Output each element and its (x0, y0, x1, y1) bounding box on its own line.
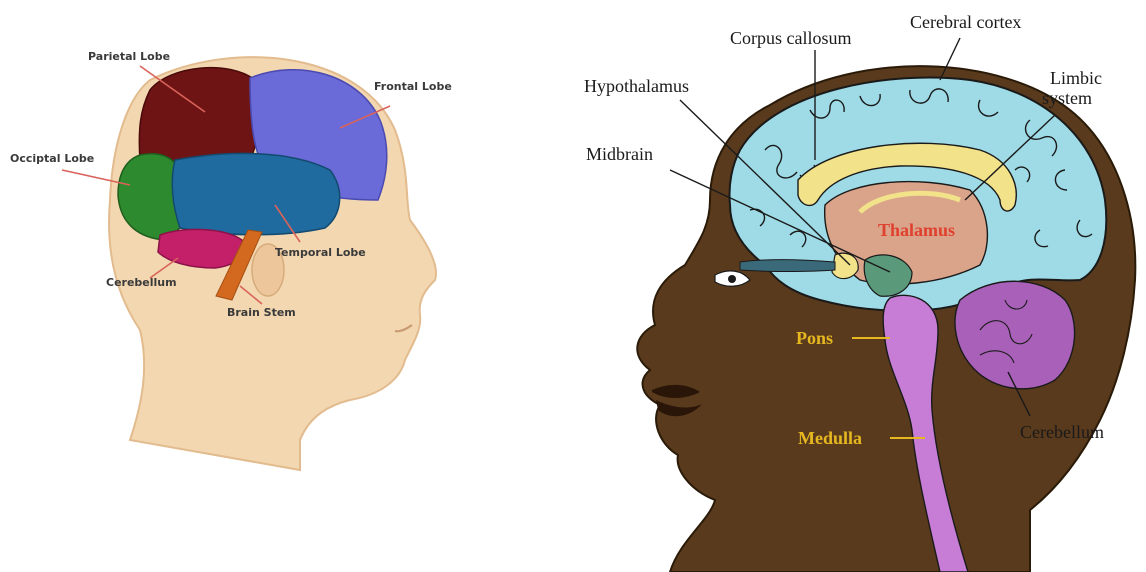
lobes-illustration: Parietal Lobe Frontal Lobe Occiptal Lobe… (0, 0, 520, 572)
label-brain-stem: Brain Stem (227, 306, 296, 319)
label-frontal-lobe: Frontal Lobe (374, 80, 452, 93)
label-cerebellum: Cerebellum (106, 276, 177, 289)
label-parietal-lobe: Parietal Lobe (88, 50, 170, 63)
cross-section-diagram: Corpus callosum Cerebral cortex Hypothal… (560, 0, 1146, 572)
hypothalamus-shape (832, 253, 858, 278)
parietal-lobe-shape (139, 68, 259, 165)
cross-section-illustration: Corpus callosum Cerebral cortex Hypothal… (560, 0, 1146, 572)
lobes-diagram: Parietal Lobe Frontal Lobe Occiptal Lobe… (0, 0, 520, 572)
label-midbrain: Midbrain (586, 144, 653, 164)
label-medulla: Medulla (798, 428, 862, 448)
pupil (728, 275, 736, 283)
label-corpus-callosum: Corpus callosum (730, 28, 852, 48)
label-pons: Pons (796, 328, 833, 348)
label-temporal-lobe: Temporal Lobe (275, 246, 366, 259)
label-occipital-lobe: Occiptal Lobe (10, 152, 94, 165)
label-limbic-line1: Limbic (1050, 68, 1102, 88)
label-cerebellum: Cerebellum (1020, 422, 1104, 442)
label-hypothalamus: Hypothalamus (584, 76, 689, 96)
temporal-lobe-shape (172, 153, 339, 234)
label-thalamus: Thalamus (878, 220, 955, 240)
optic-nerve-shape (740, 260, 835, 272)
label-limbic-line2: system (1042, 88, 1092, 108)
label-cerebral-cortex: Cerebral cortex (910, 12, 1021, 32)
